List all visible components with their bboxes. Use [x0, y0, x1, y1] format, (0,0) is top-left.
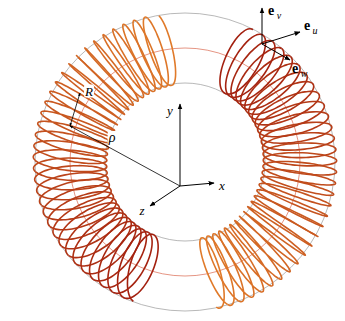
- coil-turn: [123, 234, 158, 301]
- axis-label: x: [218, 179, 226, 192]
- coil-turn: [230, 224, 278, 286]
- x-axis: [180, 183, 214, 186]
- coil-turn: [231, 41, 284, 101]
- vector-label: e: [291, 62, 299, 76]
- y-axis: [180, 104, 181, 186]
- vector-label: e: [303, 19, 311, 33]
- coil-turn: [34, 158, 107, 172]
- ev-vector: [262, 8, 263, 44]
- axis-label: y: [166, 104, 174, 117]
- coil-turn: [102, 229, 146, 292]
- vector-subscript: v: [276, 11, 282, 21]
- radius-label: ρ: [108, 131, 117, 145]
- ew-vector: [262, 44, 290, 60]
- coil-turn: [35, 126, 108, 149]
- coil-turn: [112, 232, 152, 297]
- eu-vector: [262, 32, 300, 44]
- vector-label: e: [267, 4, 275, 18]
- axis-label: z: [138, 204, 145, 217]
- vector-subscript: u: [312, 26, 319, 36]
- vector-subscript: w: [300, 69, 309, 79]
- coil-turn: [62, 66, 125, 115]
- coil-turn: [263, 153, 336, 175]
- coil-turn: [200, 238, 228, 308]
- z-axis: [150, 186, 180, 206]
- coil-turn: [38, 115, 110, 142]
- radius-label: R: [84, 85, 94, 98]
- coil-turn: [68, 213, 126, 264]
- coil-turn: [123, 21, 162, 89]
- r-arrow: [70, 93, 80, 126]
- coil-turn: [55, 75, 120, 120]
- helical-coils: [33, 16, 336, 308]
- rho-line: [70, 126, 180, 186]
- coil-turn: [76, 217, 131, 272]
- coil-turn: [143, 16, 175, 86]
- coil-turn: [62, 208, 123, 255]
- coil-turn: [220, 29, 266, 94]
- coil-turn: [235, 221, 287, 280]
